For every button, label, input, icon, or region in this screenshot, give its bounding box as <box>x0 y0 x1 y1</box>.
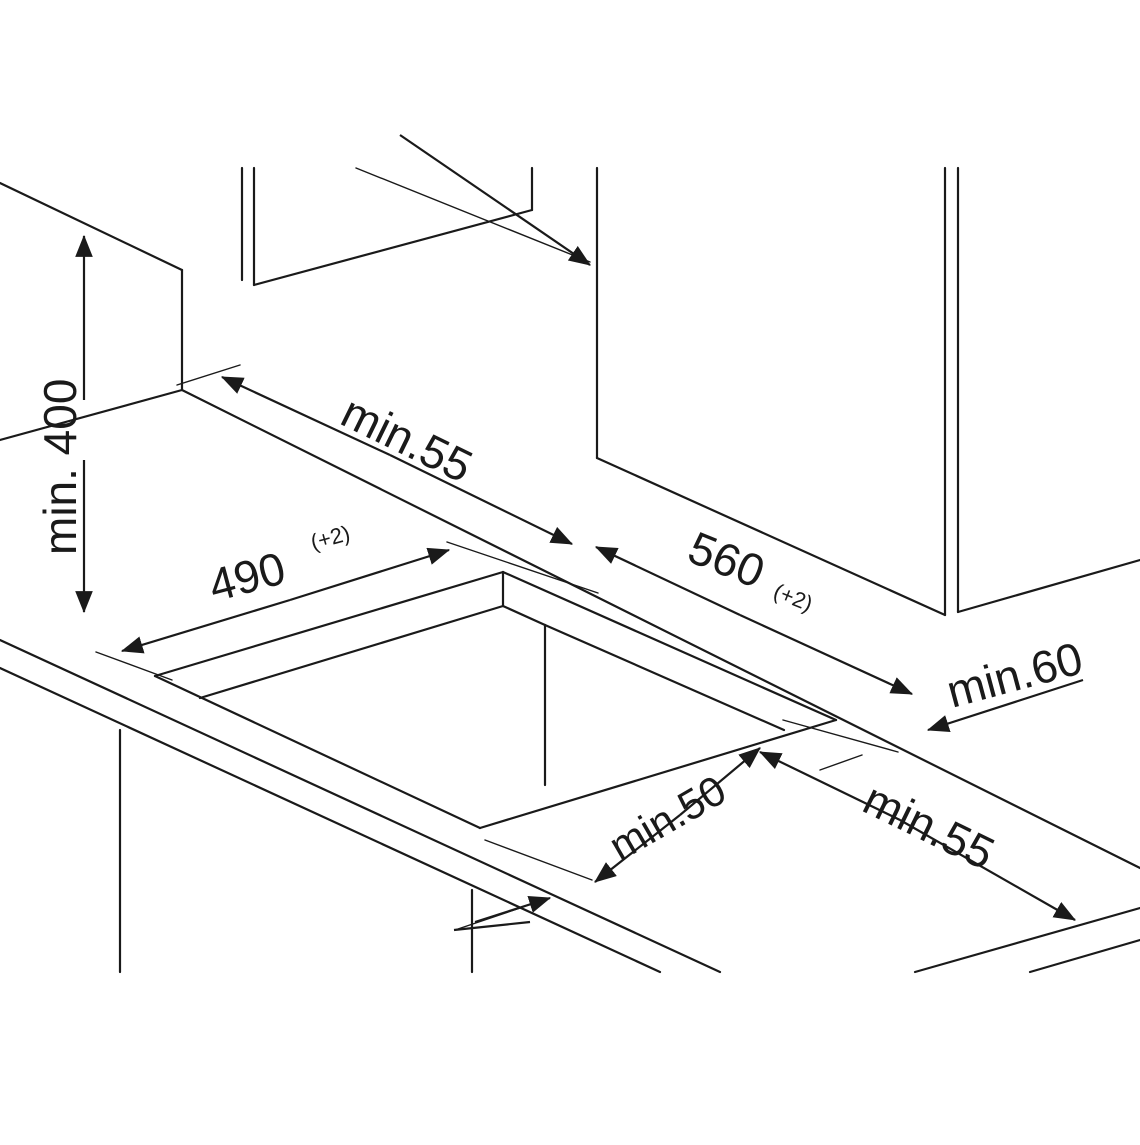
base-cabinet <box>118 728 474 974</box>
label-cutout-depth: 490 <box>203 542 291 612</box>
label-height-above: min. 400 <box>34 379 86 555</box>
cutout <box>153 570 838 830</box>
label-cutout-width: 560 <box>681 521 772 598</box>
dimension-arrows <box>75 134 1084 932</box>
extension-lines <box>95 364 899 931</box>
label-front-clearance: min.50 <box>601 766 734 870</box>
label-cutout-width-tolerance: (+2) <box>770 578 816 616</box>
back-wall <box>0 181 184 442</box>
upper-cabinet <box>240 166 591 287</box>
label-side-clearance: min.60 <box>941 632 1088 718</box>
worktop <box>0 388 1140 974</box>
tall-cabinet <box>595 166 1140 617</box>
label-cutout-depth-tolerance: (+2) <box>308 520 353 554</box>
